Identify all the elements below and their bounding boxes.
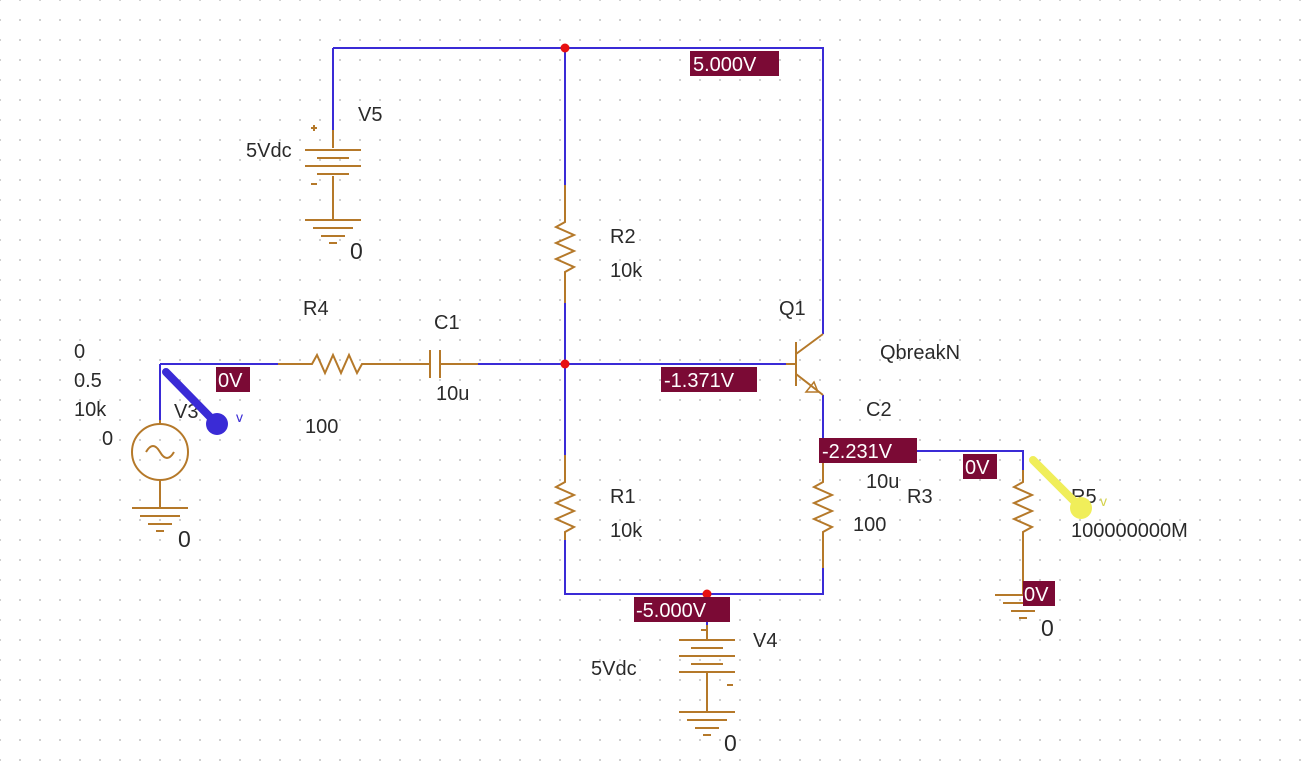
ground-icon: [305, 219, 361, 244]
badge-r5-bottom: 0V: [1023, 581, 1055, 606]
badge-bottom-rail: -5.000V: [634, 597, 730, 622]
c1-ref: C1: [434, 312, 460, 334]
svg-text:-1.371V: -1.371V: [664, 370, 735, 392]
badge-top-rail: 5.000V: [690, 51, 779, 76]
r1-ref: R1: [610, 486, 636, 508]
v4-battery[interactable]: [679, 625, 735, 736]
v5-value: 5Vdc: [246, 140, 292, 162]
v3-param-4: 0: [102, 428, 113, 450]
wire-bottom-rail[interactable]: [564, 540, 824, 595]
svg-text:0V: 0V: [218, 370, 243, 392]
c2-ref: C2: [866, 399, 892, 421]
v3-sine-source[interactable]: [131, 420, 189, 532]
c1-capacitor[interactable]: [392, 350, 478, 378]
svg-text:-5.000V: -5.000V: [636, 600, 707, 622]
junction-nodes: [560, 43, 712, 599]
wire-top-rail[interactable]: [333, 47, 824, 334]
badge-output: 0V: [963, 454, 997, 479]
r2-ref: R2: [610, 226, 636, 248]
output-voltage-probe[interactable]: v: [1029, 456, 1107, 519]
r3-ref: R3: [907, 486, 933, 508]
wire-output[interactable]: [900, 450, 1024, 470]
svg-text:5.000V: 5.000V: [693, 54, 757, 76]
node-dot: [702, 589, 712, 599]
node-dot: [560, 43, 570, 53]
input-voltage-probe[interactable]: v: [162, 368, 243, 435]
c2-value: 10u: [866, 471, 899, 493]
r1-value: 10k: [610, 520, 643, 542]
badge-emitter: -2.231V: [819, 438, 917, 463]
v3-param-3: 10k: [74, 399, 107, 421]
r1-resistor[interactable]: [553, 455, 577, 540]
r2-resistor[interactable]: [553, 185, 577, 303]
r5-ground-label: 0: [1041, 615, 1054, 641]
v5-ref: V5: [358, 104, 382, 126]
v5-battery[interactable]: [305, 125, 361, 244]
r4-resistor[interactable]: [278, 352, 392, 376]
r3-value: 100: [853, 514, 886, 536]
badge-base: -1.371V: [661, 367, 757, 392]
svg-text:0V: 0V: [1024, 584, 1049, 606]
ground-icon: [132, 507, 188, 532]
input-probe-label: v: [236, 409, 243, 425]
v4-ref: V4: [753, 630, 777, 652]
r5-value: 100000000M: [1071, 520, 1188, 542]
q1-model: QbreakN: [880, 342, 960, 364]
q1-ref: Q1: [779, 298, 806, 320]
wires: [159, 47, 1024, 625]
badge-source: 0V: [216, 367, 250, 392]
svg-text:-2.231V: -2.231V: [822, 441, 893, 463]
v3-param-2: 0.5: [74, 370, 102, 392]
r3-resistor[interactable]: [811, 458, 835, 568]
v3-ground-label: 0: [178, 526, 191, 552]
v5-ground-label: 0: [350, 238, 363, 264]
v4-ground-label: 0: [724, 730, 737, 756]
r4-value: 100: [305, 416, 338, 438]
q1-transistor[interactable]: [786, 333, 824, 396]
svg-text:0V: 0V: [965, 457, 990, 479]
v3-param-1: 0: [74, 341, 85, 363]
r2-value: 10k: [610, 260, 643, 282]
output-probe-label: v: [1100, 493, 1107, 509]
c1-value: 10u: [436, 383, 469, 405]
v4-value: 5Vdc: [591, 658, 637, 680]
ground-icon: [679, 711, 735, 736]
v3-ref: V3: [174, 401, 198, 423]
node-dot: [560, 359, 570, 369]
r4-ref: R4: [303, 298, 329, 320]
